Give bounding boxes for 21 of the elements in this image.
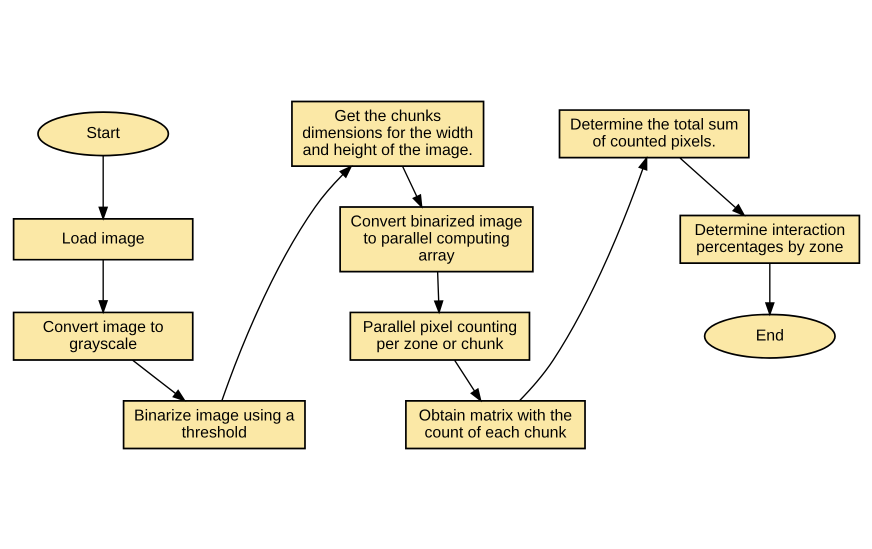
node-box: Parallel pixel counting per zone or chunk: [348, 311, 530, 360]
arrow: [433, 271, 444, 314]
node-box: Get the chunks dimensions for the width and height of the image.: [290, 100, 484, 166]
node-box: Convert image to grayscale: [12, 311, 194, 360]
node-box: Binarize image using a threshold: [122, 400, 306, 449]
node-box: Load image: [12, 218, 194, 260]
arrow: [132, 359, 186, 402]
node-box: Determine interaction percentages by zone: [678, 214, 860, 264]
arrow: [764, 262, 774, 316]
node-box: Obtain matrix with the count of each chunk: [404, 400, 586, 449]
arrow: [678, 156, 746, 216]
node-box: Convert binarized image to parallel computing array: [338, 206, 534, 272]
arrow: [454, 360, 482, 402]
arrow: [402, 166, 422, 208]
arrow: [220, 164, 352, 400]
node-box: Determine the total sum of counted pixels.: [558, 108, 750, 158]
arrow: [98, 155, 108, 220]
node-ellipse: Start: [36, 110, 169, 156]
node-ellipse: End: [703, 313, 836, 358]
arrow: [98, 260, 108, 314]
arrow: [518, 155, 647, 401]
